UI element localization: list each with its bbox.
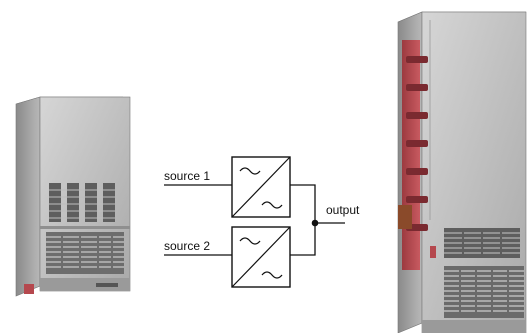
block-diagram [164,156,345,288]
large-cabinet-upper-vents [444,228,520,258]
source-1-label: source 1 [164,169,210,183]
converter-1-output-wave-icon [261,201,283,209]
small-cabinet-photo [15,96,131,297]
converter-1-input-wave-icon [239,167,261,175]
small-cabinet-top-vents [49,183,115,222]
converter-2-output-line [290,223,316,256]
large-cabinet-busbars [398,40,428,270]
large-cabinet-lower-grille [444,266,524,318]
converter-1-output-line [290,184,316,223]
output-label: output [326,203,360,217]
converter-2-output-wave-icon [261,271,283,279]
junction-dot [311,219,319,227]
small-cabinet-lower-grille [46,232,124,274]
source-2-label: source 2 [164,239,210,253]
large-cabinet-photo [397,11,527,333]
converter-2-input-wave-icon [239,237,261,245]
